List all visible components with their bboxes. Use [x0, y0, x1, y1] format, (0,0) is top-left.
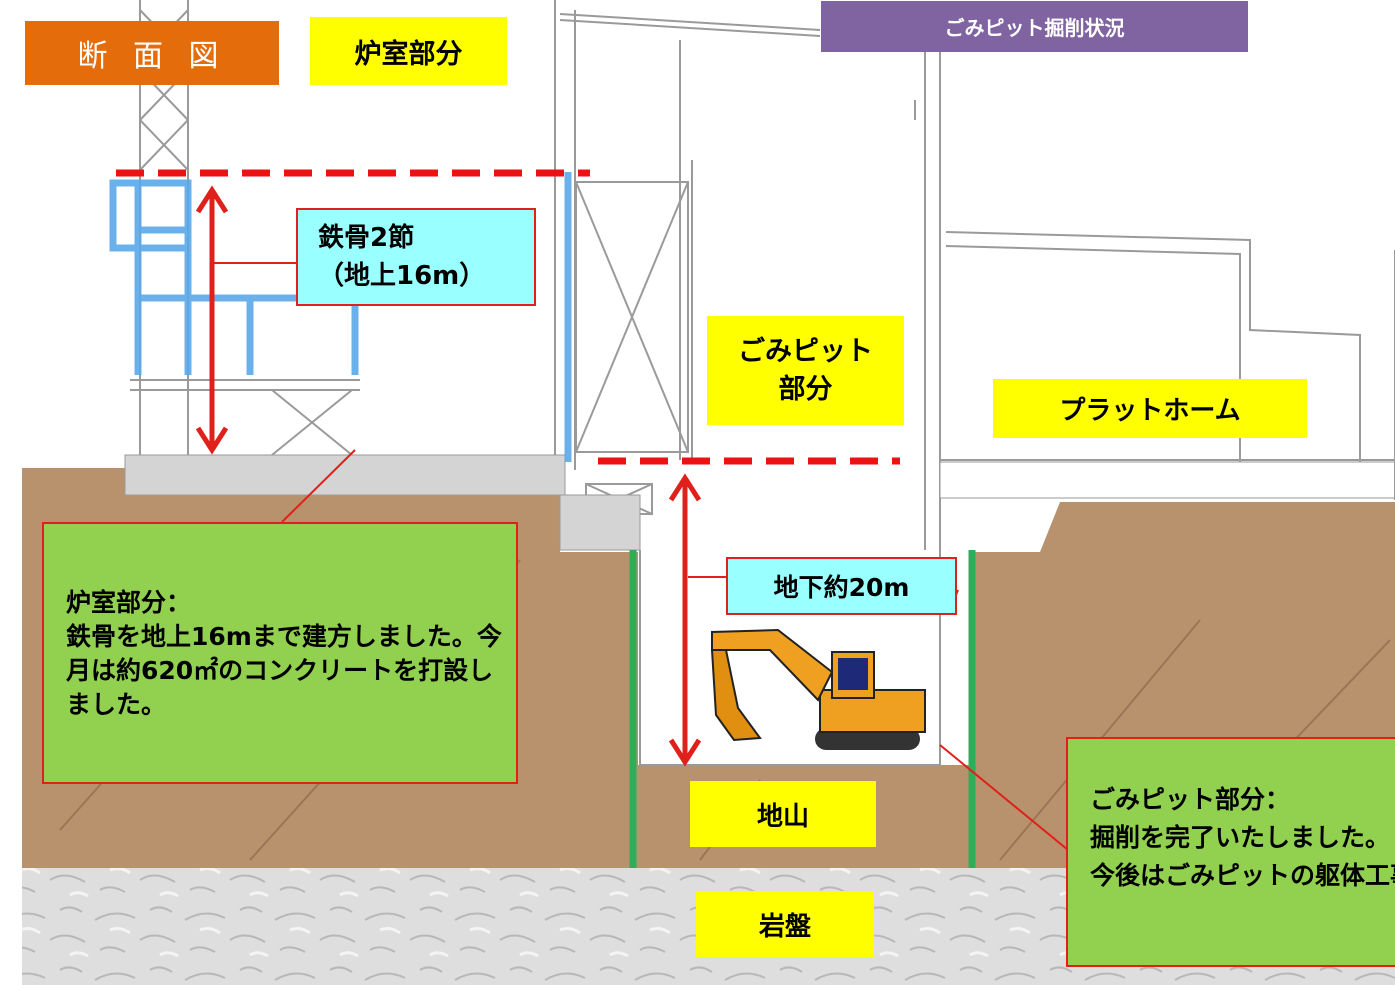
platform-slab — [939, 461, 1395, 499]
furnace-note-leader — [281, 449, 356, 523]
pit-note-leader — [939, 744, 1069, 851]
section-title: 断 面 図 — [25, 21, 279, 85]
platform-label: プラットホーム — [993, 379, 1307, 438]
ground-label: 地山 — [690, 781, 876, 847]
bedrock-label: 岩盤 — [696, 891, 874, 957]
pit-label: ごみピット 部分 — [707, 316, 904, 425]
steel-callout: 鉄骨2節 （地上16m） — [296, 208, 536, 306]
furnace-note-text: 炉室部分： 鉄骨を地上16mまで建方しました。今月は約620㎡のコンクリートを打… — [66, 588, 502, 719]
furnace-base-slab — [124, 454, 566, 496]
pit-base — [559, 494, 641, 551]
furnace-label: 炉室部分 — [310, 17, 507, 85]
status-label: ごみピット掘削状況 — [821, 1, 1248, 52]
pit-note-text: ごみピット部分： 掘削を完了いたしました。 今後はごみピットの躯体工事を開始しま… — [1090, 785, 1395, 890]
furnace-note: 炉室部分： 鉄骨を地上16mまで建方しました。今月は約620㎡のコンクリートを打… — [42, 522, 518, 784]
height-arrow — [195, 185, 229, 455]
excavator-illustration — [710, 628, 926, 750]
depth-arrow — [668, 473, 702, 767]
depth-callout: 地下約20m — [726, 557, 957, 615]
pit-note: ごみピット部分： 掘削を完了いたしました。 今後はごみピットの躯体工事を開始しま… — [1066, 737, 1395, 967]
